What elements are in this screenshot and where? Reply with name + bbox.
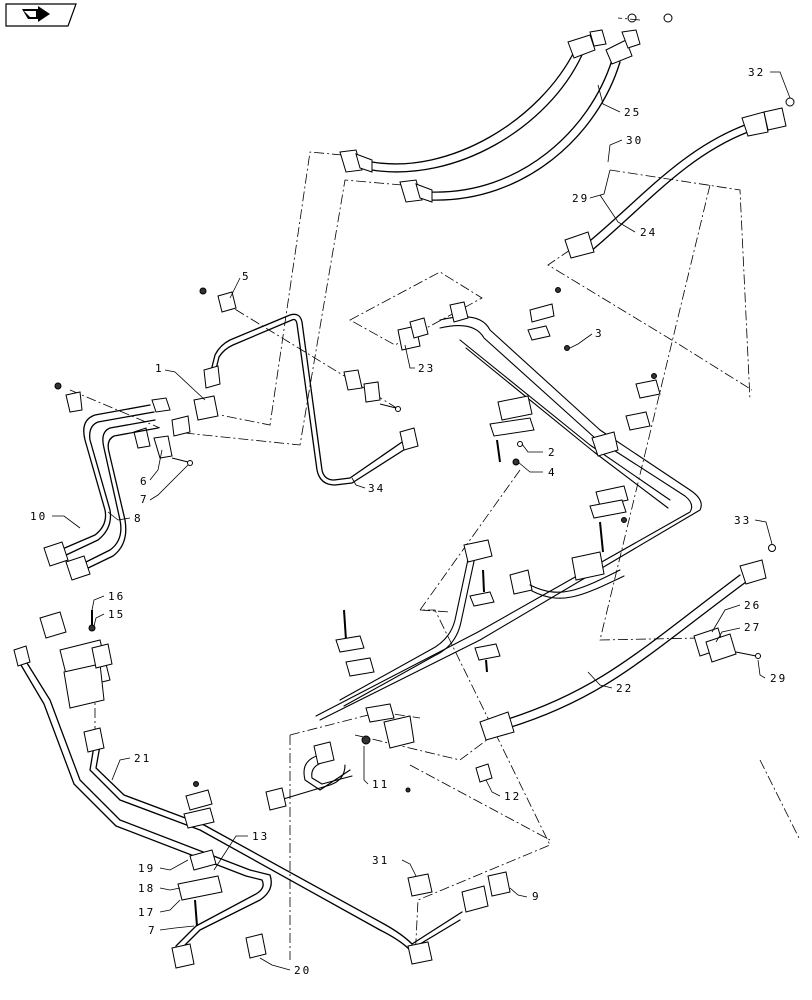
callout-16: 16: [108, 590, 125, 603]
callout-29b: 29: [770, 672, 787, 685]
center-assembly: [265, 485, 629, 811]
callout-22: 22: [616, 682, 633, 695]
callout-25: 25: [624, 106, 641, 119]
brackets-2-3-4: [489, 287, 661, 466]
callout-6: 6: [140, 475, 149, 488]
callout-8: 8: [134, 512, 143, 525]
hose-25: [339, 13, 673, 203]
filter-assembly: [13, 610, 511, 969]
callout-2: 2: [548, 446, 557, 459]
hose-24: [564, 97, 795, 259]
callout-18: 18: [138, 882, 155, 895]
callout-32: 32: [748, 66, 765, 79]
callout-labels: 1 2 3 4 5 6 7 7 8 9 10 11 12 13 15 16 17…: [30, 66, 787, 977]
callout-21: 21: [134, 752, 151, 765]
next-page-button[interactable]: [5, 3, 77, 27]
callout-20: 20: [294, 964, 311, 977]
callout-19: 19: [138, 862, 155, 875]
hose-22: [479, 544, 776, 741]
reference-lines: [69, 17, 801, 961]
callout-11: 11: [372, 778, 389, 791]
clamp-5: [199, 287, 401, 412]
callout-10: 10: [30, 510, 47, 523]
callout-7a: 7: [140, 493, 149, 506]
callout-3: 3: [595, 327, 604, 340]
callout-5: 5: [242, 270, 251, 283]
callout-15: 15: [108, 608, 125, 621]
callout-13: 13: [252, 830, 269, 843]
brackets-17-18-19: [177, 781, 433, 965]
callout-34: 34: [368, 482, 385, 495]
leader-lines: [52, 71, 791, 971]
fitting-group-1: [54, 382, 219, 466]
callout-4: 4: [548, 466, 557, 479]
tube-10-8: [43, 404, 159, 581]
tube-34: [203, 313, 419, 486]
callout-17: 17: [138, 906, 155, 919]
callout-31: 31: [372, 854, 389, 867]
next-page-arrow-icon: [22, 6, 50, 22]
callout-1: 1: [155, 362, 164, 375]
callout-7b: 7: [148, 924, 157, 937]
callout-9: 9: [532, 890, 541, 903]
callout-29a: 29: [572, 192, 589, 205]
callout-26: 26: [744, 599, 761, 612]
callout-12: 12: [504, 790, 521, 803]
callout-30: 30: [626, 134, 643, 147]
callout-24: 24: [640, 226, 657, 239]
callout-33: 33: [734, 514, 751, 527]
callout-27: 27: [744, 621, 761, 634]
callout-23: 23: [418, 362, 435, 375]
fitting-23-tubes: [315, 301, 702, 721]
